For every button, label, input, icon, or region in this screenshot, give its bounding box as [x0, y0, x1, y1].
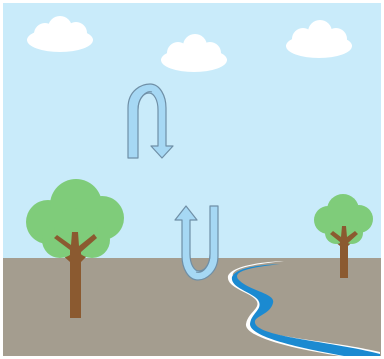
- water-cycle-scene: [0, 0, 384, 359]
